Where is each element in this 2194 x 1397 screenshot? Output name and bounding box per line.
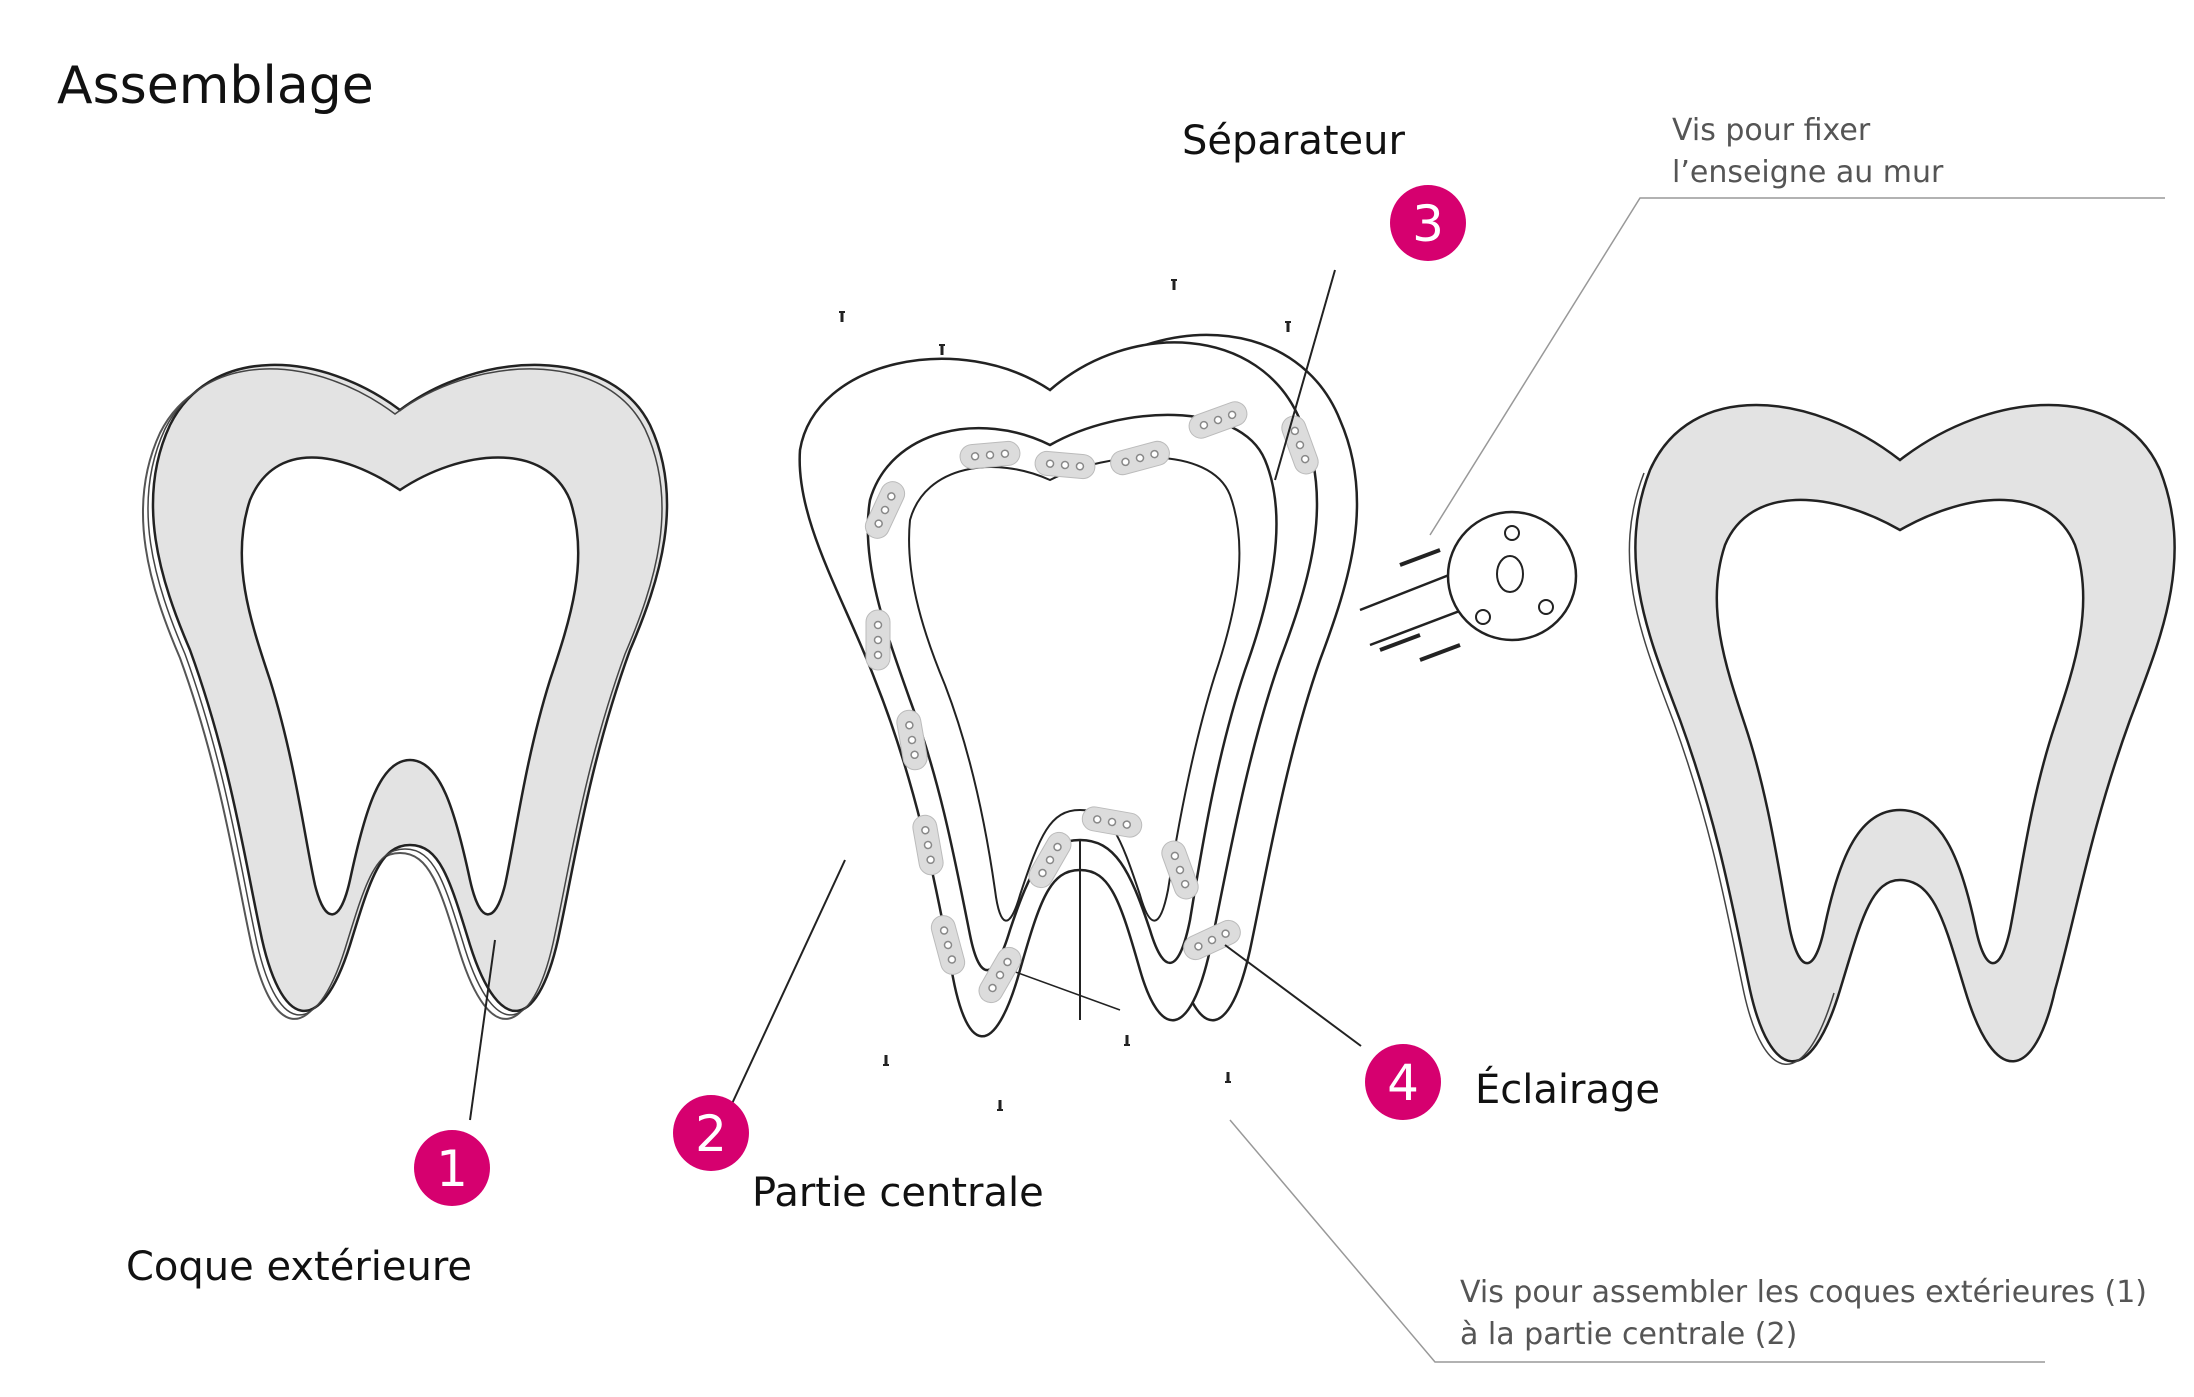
wall-bracket <box>1359 510 1578 662</box>
badge-2-number: 2 <box>695 1105 727 1163</box>
badge-3-number: 3 <box>1412 195 1444 253</box>
badge-3: 3 <box>1390 185 1466 261</box>
wall-screws <box>1379 548 1461 662</box>
badge-4-circle <box>1365 1044 1441 1120</box>
badge-4: 4 <box>1365 1044 1441 1120</box>
badge-4-number: 4 <box>1387 1054 1419 1112</box>
outer-shell-right <box>1628 403 2176 1065</box>
central-part <box>798 278 1359 1112</box>
note-wall-screws-line1: Vis pour fixer <box>1672 113 1871 148</box>
badge-2: 2 <box>673 1095 749 1171</box>
outer-shell-left <box>142 363 669 1020</box>
note-wall-screws-line2: l’enseigne au mur <box>1672 155 1944 190</box>
badge-1-number: 1 <box>436 1140 468 1198</box>
note-assembly-screws-line2: à la partie centrale (2) <box>1460 1317 1797 1352</box>
label-partie-centrale: Partie centrale <box>752 1170 1044 1216</box>
badge-2-circle <box>673 1095 749 1171</box>
label-eclairage: Éclairage <box>1475 1065 1660 1113</box>
badge-1-circle <box>414 1130 490 1206</box>
label-separateur: Séparateur <box>1182 118 1406 164</box>
label-coque-exterieure: Coque extérieure <box>126 1244 472 1290</box>
leader-lines <box>469 197 2165 1363</box>
note-assembly-screws-line1: Vis pour assembler les coques extérieure… <box>1460 1275 2147 1310</box>
page-title: Assemblage <box>57 56 374 116</box>
badge-3-circle <box>1390 185 1466 261</box>
badge-1: 1 <box>414 1130 490 1206</box>
